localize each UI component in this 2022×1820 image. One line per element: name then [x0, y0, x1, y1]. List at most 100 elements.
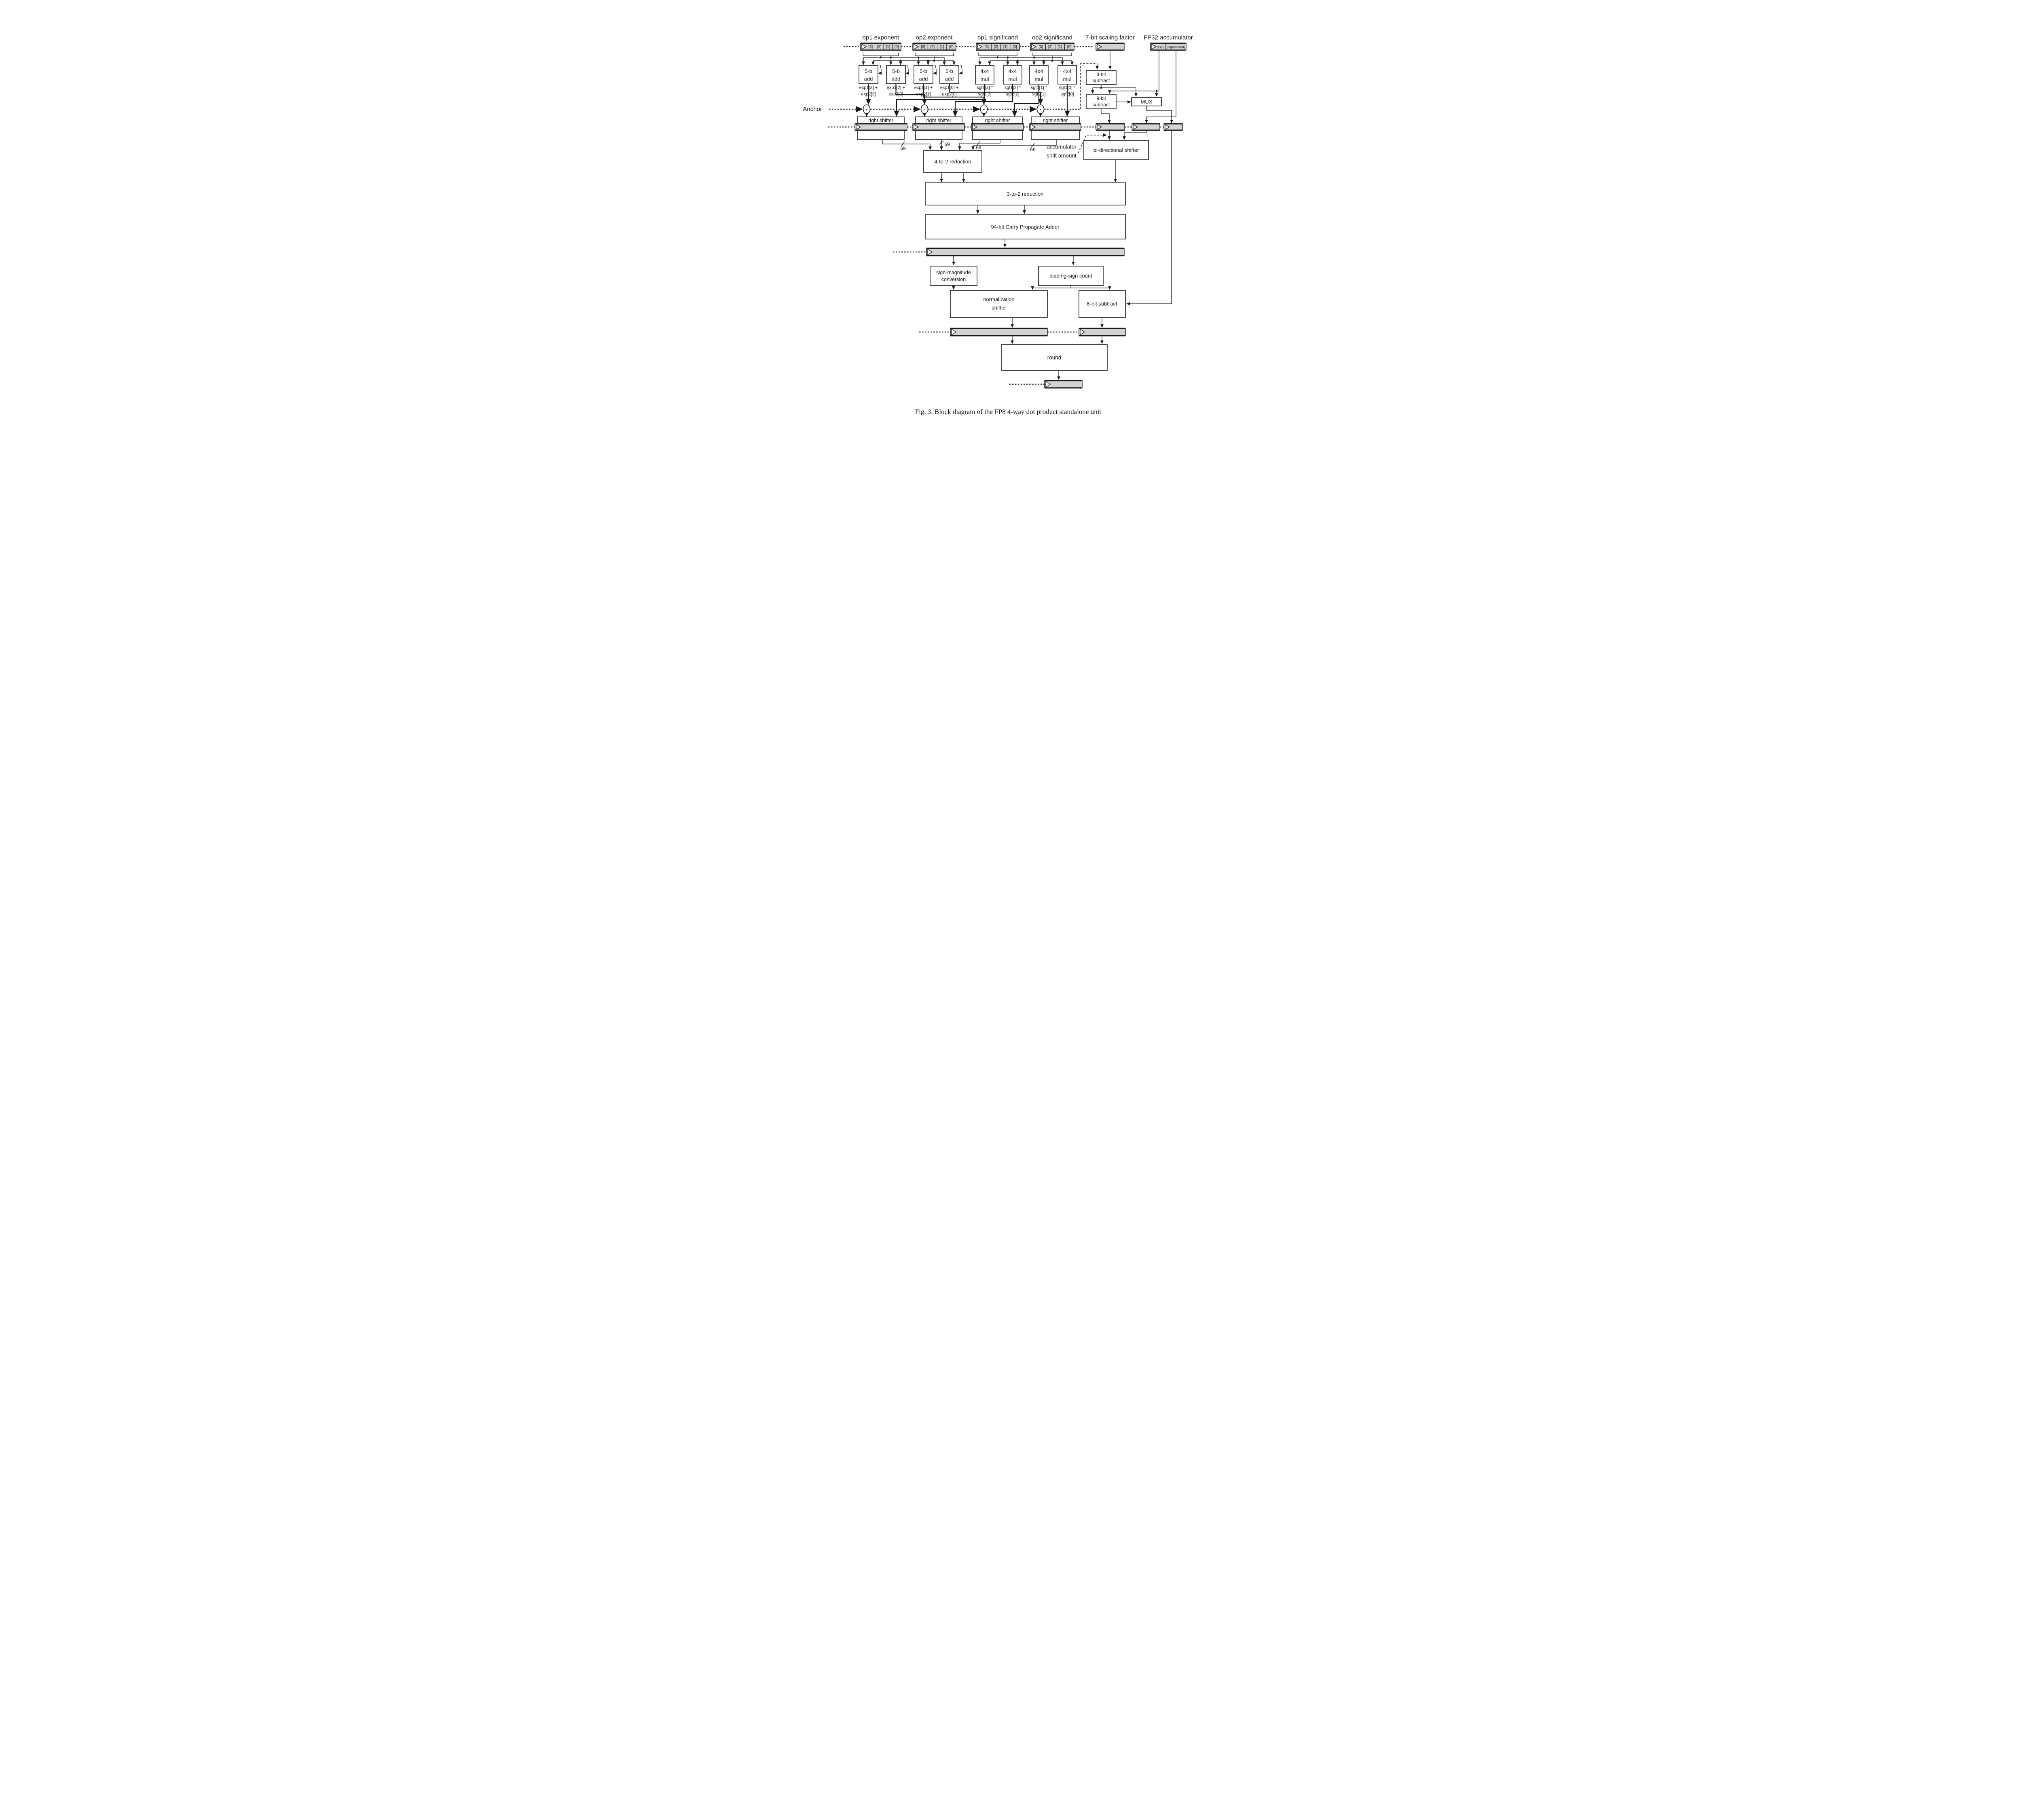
clock-chevron-icon [913, 124, 919, 130]
mul-4x4-1 [975, 65, 994, 85]
bus-width-label: 69 [944, 142, 950, 147]
block-8bit-subtract-top [1085, 70, 1117, 85]
exponent-compare-path: 8-bit subtract 9-bit subtract MUX [1085, 50, 1176, 123]
mul-label: 4x4 [980, 68, 989, 74]
significand-to-bidir [1122, 130, 1147, 140]
minus-sign: - [983, 106, 985, 112]
scaling-factor-label: 7-bit scaling factor [1085, 34, 1135, 41]
shifter-label: right shifter [868, 118, 893, 123]
register-cell: [0] [949, 45, 954, 49]
bus-lines [863, 57, 1072, 61]
block-label: subtract [1092, 102, 1110, 108]
adder-label: 5-b [920, 68, 927, 74]
fanout-buses [861, 56, 1074, 65]
block-label: sign-magnitude [936, 270, 971, 275]
adder-label: add [945, 76, 954, 82]
shifter4-out [971, 140, 1057, 150]
register-cell: [1] [1058, 45, 1062, 49]
shifter1-out [882, 140, 932, 150]
block-label: leading-sign count [1049, 273, 1092, 279]
register-cell: [3] [868, 45, 873, 49]
clock-chevron-icon [1132, 124, 1138, 130]
register-edges [950, 328, 1125, 336]
minus-sign: - [923, 106, 925, 112]
round [1000, 344, 1108, 371]
junction-dots [880, 56, 1053, 62]
op2-significand-label: op2 significand [1032, 34, 1072, 41]
cpa-pipeline-register [926, 248, 1125, 256]
register-cell: [1] [1003, 45, 1007, 49]
mul-label: 4x4 [1063, 68, 1071, 74]
adder-label: add [919, 76, 928, 82]
mul-4x4-4 [1057, 65, 1077, 85]
block-label: 94-bit Carry Propagate Adder [991, 224, 1060, 230]
mux-to-register [1146, 106, 1173, 123]
op2-exponent-label: op2 exponent [916, 34, 953, 41]
elbow-wiring [865, 84, 1070, 117]
register-edges [1044, 380, 1082, 389]
bus-width-slashes [901, 140, 1035, 148]
op1-significand-label: op1 significand [977, 34, 1017, 41]
shifter3-out [958, 140, 1000, 150]
mux-label: MUX [1140, 99, 1152, 105]
shifter-label: right shifter [985, 118, 1010, 123]
mul-label: mul [1063, 76, 1071, 83]
register-cell: [3] [984, 45, 989, 49]
figure-page: op1 exponent op2 exponent op1 significan… [698, 0, 1324, 433]
minus-sign: - [865, 106, 867, 112]
mul-label: 4x4 [1008, 68, 1017, 74]
shifter-label: right shifter [926, 118, 951, 123]
sign-magnitude-conversion [929, 266, 977, 286]
figure-caption: Fig. 3. Block diagram of the FP8 4-way d… [915, 408, 1101, 416]
sub9-to-register [1100, 109, 1111, 123]
cpa-94bit [924, 214, 1126, 239]
normalized-register [950, 328, 1048, 336]
normalize-round-path: sign-magnitude conversion leading-sign c… [919, 130, 1172, 389]
clock-chevron-icon [1045, 381, 1051, 388]
block-label: 3-to-2 reduction [1007, 191, 1043, 197]
anchor-row: Anchor - - - - [803, 63, 1099, 117]
register-cell: [3] [921, 45, 925, 49]
register-cell-labels: [3] [2] [1] [0] [3] [2] [1] [0] [3] [2] … [868, 45, 1184, 49]
clock-chevron-icon [972, 124, 977, 130]
clock-chevron-icon [913, 44, 919, 50]
block-label: 8-bit subtract [1087, 301, 1117, 307]
register-cell: [0] [894, 45, 899, 49]
adder-5b-2 [886, 65, 906, 84]
register-edges [926, 248, 1124, 256]
carry-in-wire [958, 69, 962, 75]
clock-chevron-icon [855, 124, 861, 130]
register-cell: [significand] [1167, 45, 1185, 49]
bus-width-label: 69 [1030, 147, 1036, 152]
mul-label: mul [1034, 76, 1043, 83]
op1-exponent-label: op1 exponent [862, 34, 899, 41]
reduction-3to2 [924, 182, 1126, 205]
mul-label: mul [980, 76, 989, 83]
block-label: bi-directional shifter [1093, 147, 1139, 153]
register-cell: [0] [1067, 45, 1071, 49]
adder-5b-4 [939, 65, 959, 84]
bi-directional-shifter [1083, 140, 1149, 160]
mul-label: mul [1008, 76, 1017, 83]
add4-to-node [948, 84, 1043, 105]
fp32-exp-to-sub9 [1108, 50, 1159, 94]
register-cell: [0] [1013, 45, 1017, 49]
sub8-to-sub9 [1091, 87, 1101, 94]
pipeline-register [854, 123, 907, 131]
block-label: 4-to-2 reduction [934, 159, 971, 165]
clock-chevron-icon [1030, 124, 1036, 130]
block-label: round [1047, 355, 1061, 361]
register-cell: [3] [1038, 45, 1043, 49]
pipeline-register [971, 123, 1024, 131]
normalization-shifter [950, 290, 1048, 318]
adder-expr: exp2[0] [942, 92, 956, 97]
carry-in-wire [933, 69, 937, 75]
mul-label: 4x4 [1034, 68, 1043, 74]
shifter-label: right shifter [1043, 118, 1068, 123]
carry-in-wire [878, 69, 882, 75]
carry-in-label: 1 [934, 64, 937, 70]
register-cell: [2] [930, 45, 935, 49]
clock-chevron-icon [1164, 124, 1170, 130]
diagram-canvas: op1 exponent op2 exponent op1 significan… [698, 0, 1324, 433]
anchor-label: Anchor [803, 106, 822, 113]
